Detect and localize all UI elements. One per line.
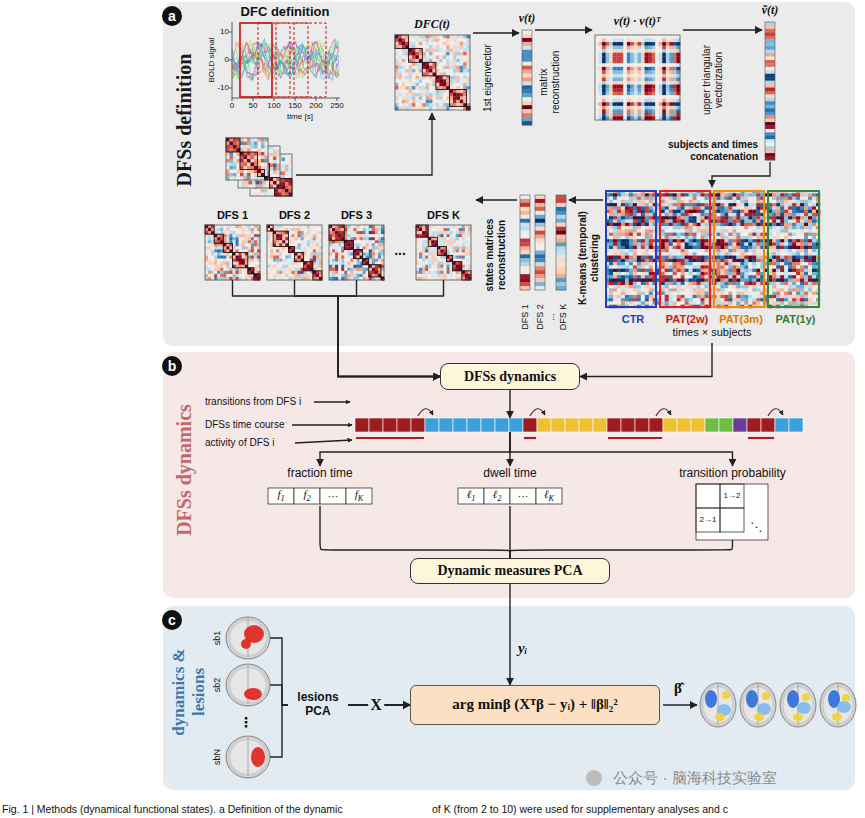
figure: aDFSs definitionDFS 1DFS 2DFS 3DFS Ktime… xyxy=(0,0,865,818)
